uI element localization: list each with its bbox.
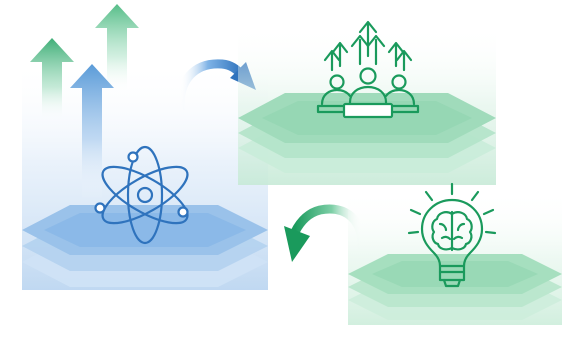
- up-arrow-icon: [70, 64, 114, 200]
- green-hexagon-stack-top: [238, 93, 496, 173]
- blue-hexagon-stack: [22, 205, 268, 287]
- team-growth-icon: [316, 20, 420, 119]
- up-arrow-icon: [95, 4, 139, 92]
- brain-lightbulb-icon: [407, 182, 497, 288]
- up-arrow-icon: [30, 38, 74, 120]
- atom-icon: [94, 145, 189, 245]
- green-hexagon-stack-bottom: [348, 254, 562, 320]
